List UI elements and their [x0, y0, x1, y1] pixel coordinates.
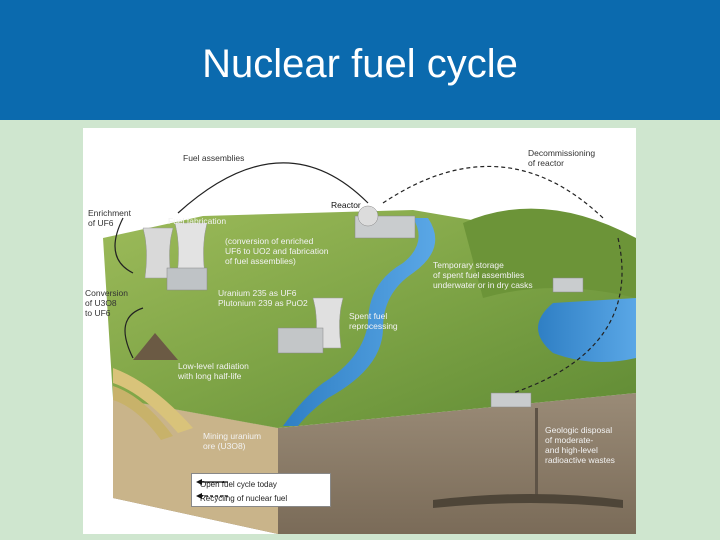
label-geologic-disposal: Geologic disposal of moderate- and high-… [545, 425, 615, 465]
recycle-arrow-disposal [512, 237, 623, 394]
fuel-assemblies-arrow [177, 162, 369, 214]
disposal-shaft [535, 408, 538, 500]
disposal-tunnels [433, 494, 623, 508]
conversion-arrow [124, 307, 144, 359]
dashed-arrow-icon [196, 493, 228, 499]
slide-title: Nuclear fuel cycle [202, 42, 518, 86]
label-spent-fuel: Spent fuel reprocessing [349, 311, 398, 331]
label-fuel-fabrication: Fuel fabrication [168, 216, 227, 226]
fabrication-building [166, 267, 208, 291]
label-conversion: Conversion of U3O8 to UF6 [85, 288, 128, 318]
label-decommissioning: Decommissioning of reactor [528, 148, 596, 168]
disposal-building [490, 392, 532, 408]
label-fuel-assemblies: Fuel assemblies [183, 153, 245, 163]
slide-header [0, 0, 720, 120]
legend-recycling: Recycling of nuclear fuel [196, 492, 287, 504]
hill [463, 208, 636, 298]
reprocessing-building [277, 327, 324, 354]
fuel-cycle-diagram: Fuel assemblies Decommissioning of react… [83, 128, 636, 534]
legend-recycling-label: Recycling of nuclear fuel [200, 493, 288, 503]
legend-open-cycle: Open fuel cycle today [196, 478, 277, 490]
label-reactor: Reactor [331, 200, 361, 210]
reactor-dome [357, 205, 379, 227]
landscape-illustration [103, 162, 636, 534]
storage-building [552, 277, 584, 293]
label-low-level-radiation: Low-level radiation with long half-life [178, 361, 249, 381]
lake [538, 298, 636, 362]
label-temporary-storage: Temporary storage of spent fuel assembli… [433, 260, 533, 290]
label-mining: Mining uranium ore (U3O8) [203, 431, 262, 451]
label-enrichment: Enrichment of UF6 [88, 208, 131, 228]
label-fabrication-detail: (conversion of enriched UF6 to UO2 and f… [225, 236, 329, 266]
mining-pit [113, 368, 193, 433]
solid-arrow-icon [196, 479, 228, 485]
ore-pile [133, 333, 178, 360]
recycle-arrow-reactor [382, 165, 604, 219]
legend: Open fuel cycle today Recycling of nucle… [191, 473, 331, 507]
enrichment-arrow [114, 217, 134, 274]
label-uranium-plutonium: Uranium 235 as UF6 Plutonium 239 as PuO2 [218, 288, 308, 308]
river [283, 218, 436, 426]
legend-open-cycle-label: Open fuel cycle today [200, 479, 277, 489]
